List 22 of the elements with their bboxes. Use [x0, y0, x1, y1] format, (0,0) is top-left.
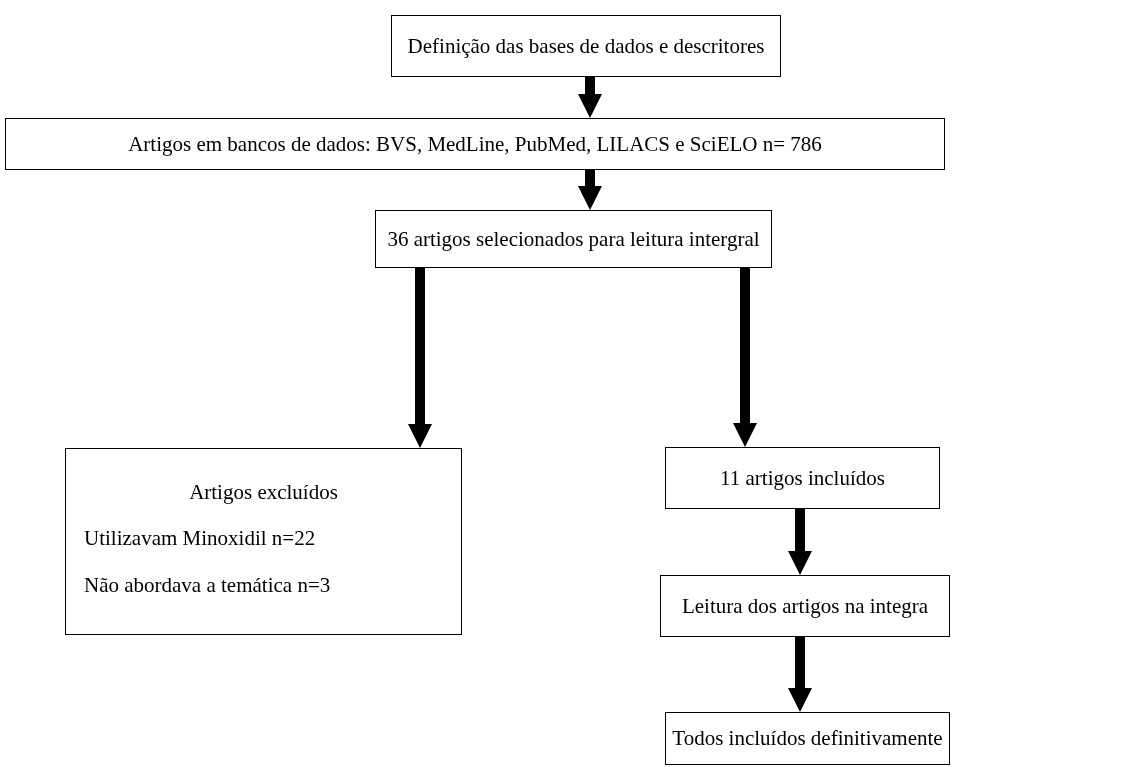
arrow: [578, 170, 602, 210]
box-text: Leitura dos artigos na integra: [681, 592, 929, 620]
process-box: [375, 210, 772, 268]
box-text: Definição das bases de dados e descritores: [407, 32, 765, 60]
box-text: Todos incluídos definitivamente: [672, 725, 943, 752]
process-box: [65, 448, 462, 635]
box-heading: Artigos excluídos: [189, 479, 338, 506]
process-box: [665, 447, 940, 509]
process-box: [660, 575, 950, 637]
box-text: 11 artigos incluídos: [720, 464, 885, 492]
arrow: [788, 509, 812, 575]
arrow: [788, 637, 812, 712]
arrow: [408, 268, 432, 448]
box-text: Utilizavam Minoxidil n=22: [84, 525, 317, 552]
process-box: [5, 118, 945, 170]
box-text: Não abordava a temática n=3: [84, 571, 332, 598]
box-text: 36 artigos selecionados para leitura intergral: [387, 225, 760, 253]
process-box: [665, 712, 950, 765]
arrow: [578, 77, 602, 118]
process-box: [391, 15, 781, 77]
box-text: Artigos em bancos de dados: BVS, MedLine, PubMed, LILACS e SciELO n= 786: [128, 130, 822, 158]
arrow: [733, 268, 757, 447]
